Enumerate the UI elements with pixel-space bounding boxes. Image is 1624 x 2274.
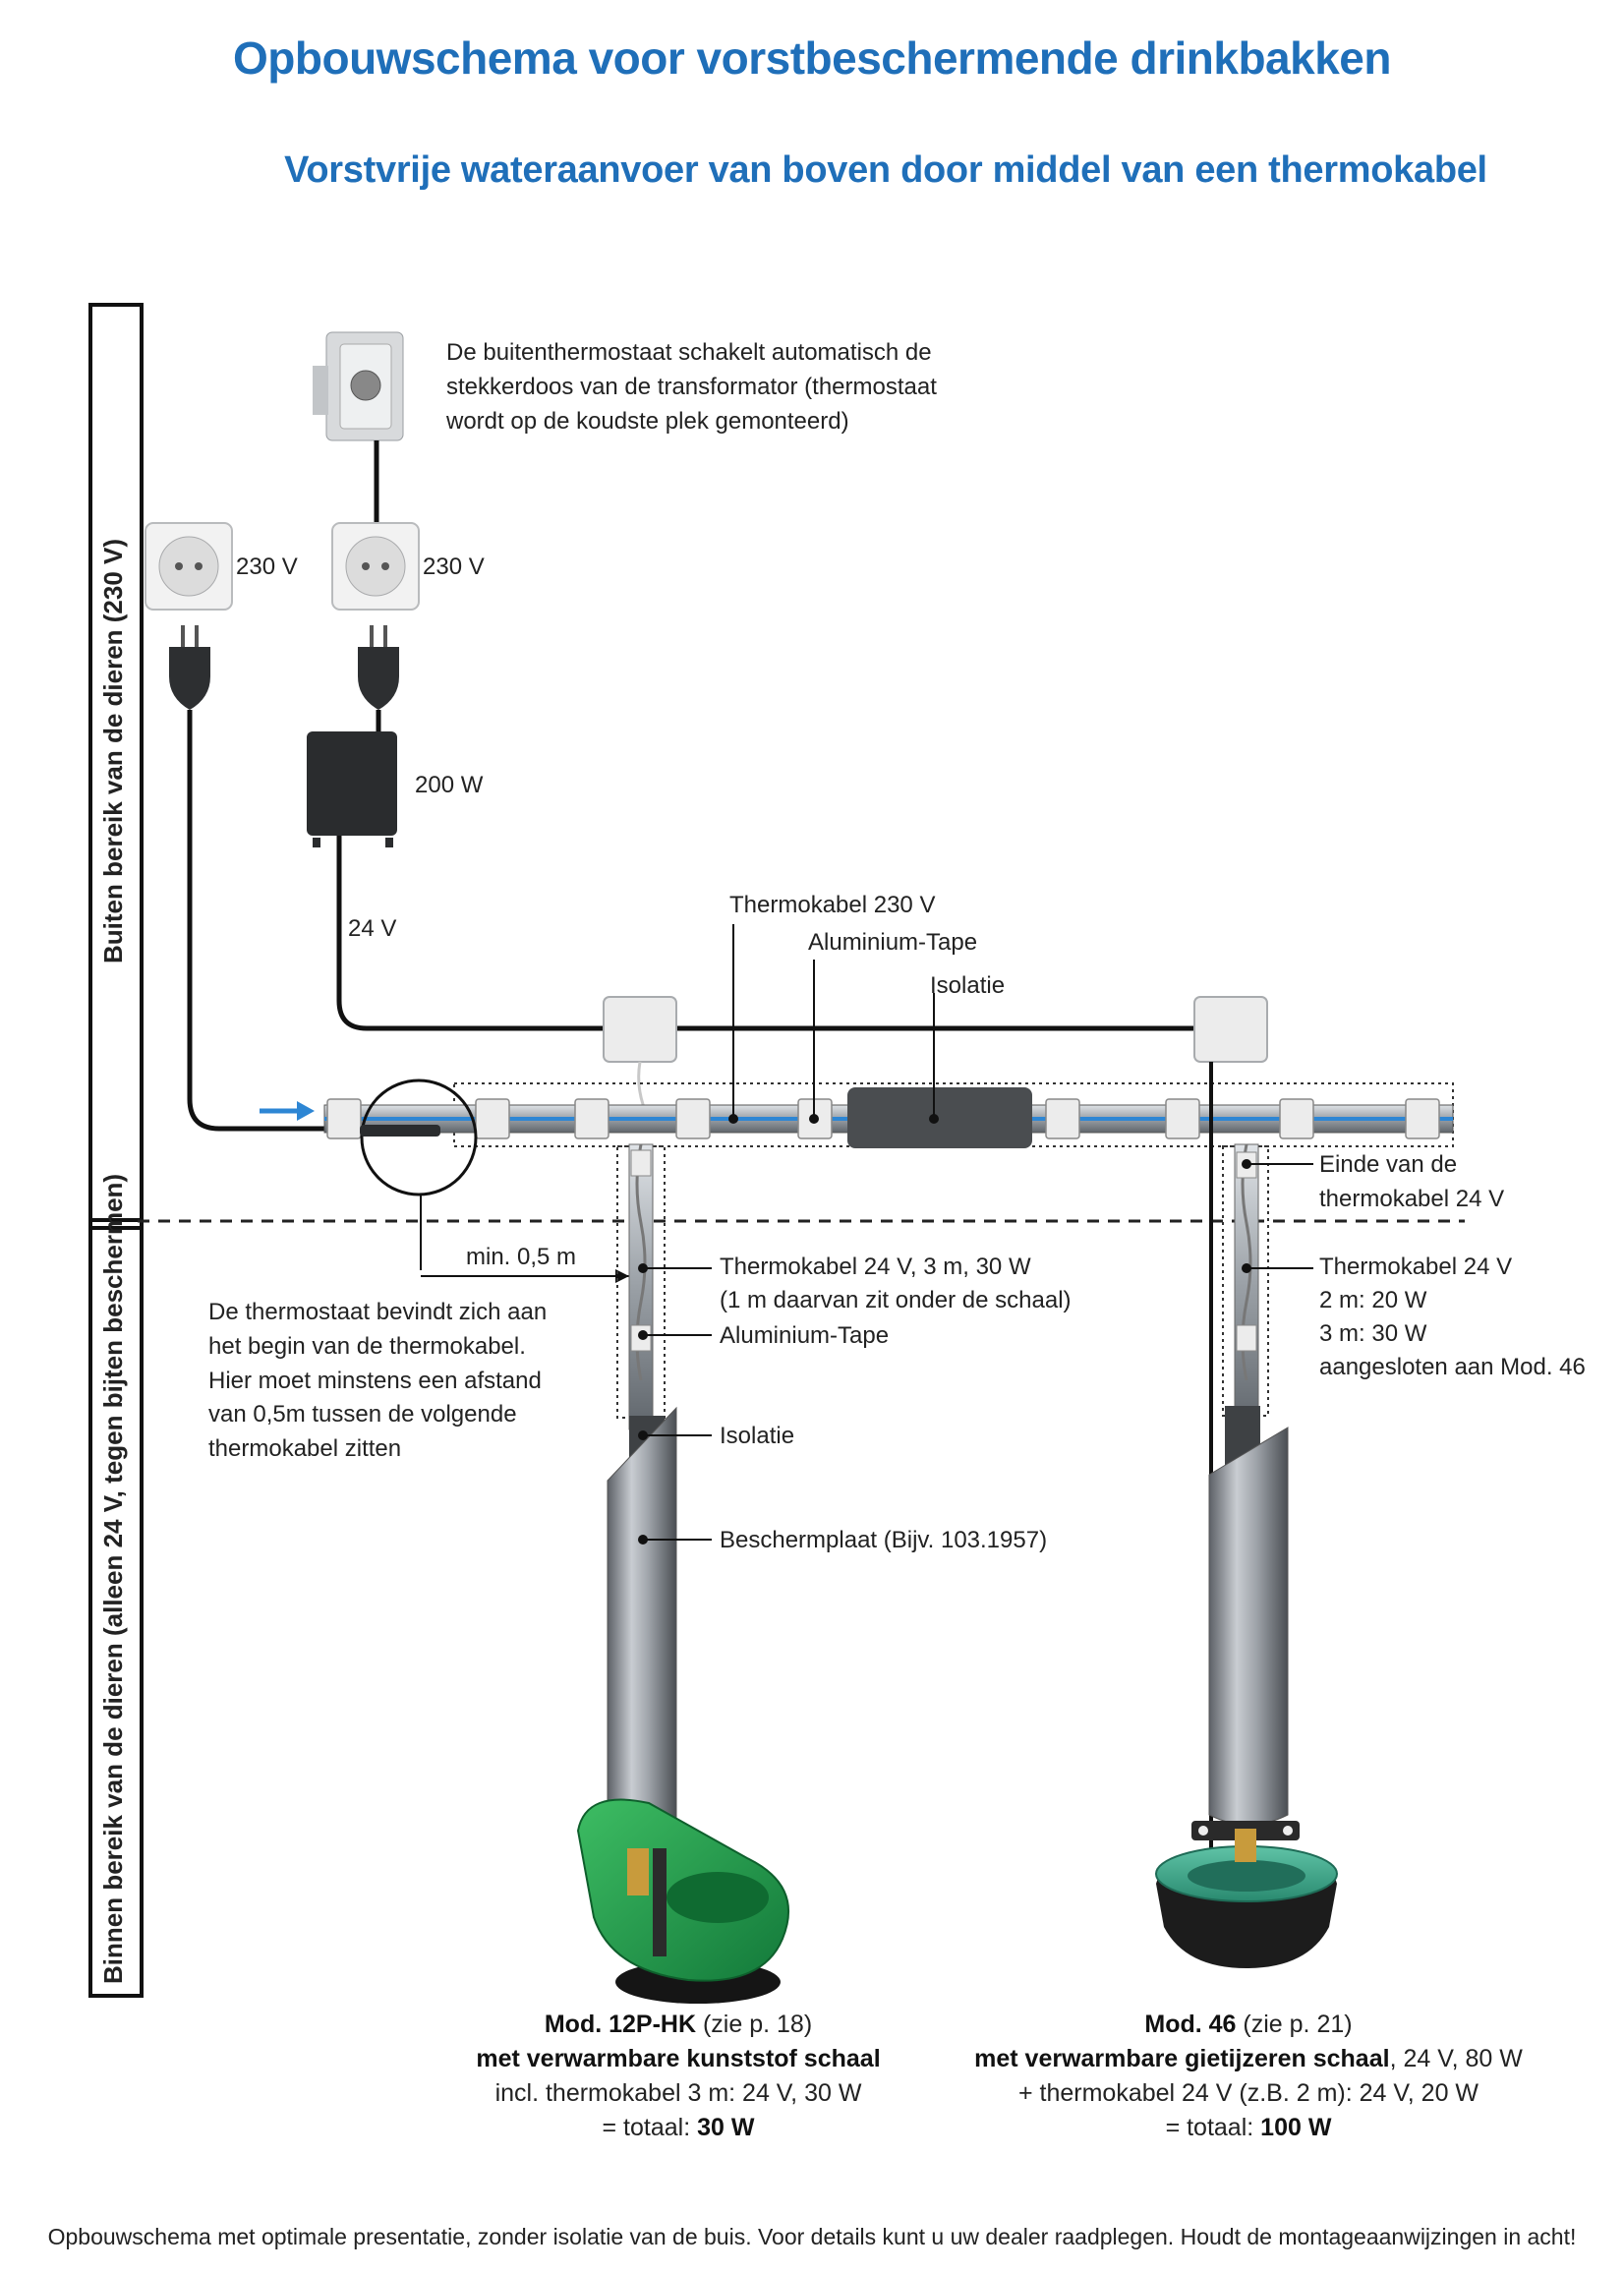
right-connected-label: aangesloten aan Mod. 46	[1319, 1354, 1586, 1380]
drinking-bowl-12p-hk-icon	[576, 1798, 790, 2004]
junction-box-right-icon	[1193, 996, 1268, 1063]
right-drop-pipe	[1234, 1143, 1259, 1430]
right-2m-label: 2 m: 20 W	[1319, 1287, 1427, 1313]
plug-1-icon	[169, 625, 210, 710]
socket-2-voltage: 230 V	[423, 554, 485, 580]
model-12p-hk-line2: met verwarmbare kunststof schaal	[476, 2045, 881, 2072]
plug-2-icon	[358, 625, 399, 710]
low-voltage-label: 24 V	[348, 915, 397, 942]
model-12p-hk-name: Mod. 12P-HK	[544, 2011, 697, 2038]
thermokabel-230v-label: Thermokabel 230 V	[729, 892, 936, 918]
socket-1-voltage: 230 V	[236, 554, 298, 580]
model-12p-hk-total-prefix: = totaal:	[602, 2114, 691, 2141]
pipe-clips	[326, 1098, 1440, 1139]
model-46-line2-suffix: , 24 V, 80 W	[1389, 2045, 1523, 2072]
low-voltage-cable	[336, 836, 1201, 1031]
aluminium-tape-top-label: Aluminium-Tape	[808, 929, 978, 956]
model-46-line2: met verwarmbare gietijzeren schaal	[974, 2045, 1390, 2072]
drinking-bowl-mod-46-icon	[1155, 1821, 1338, 1968]
page-title: Opbouwschema voor vorstbeschermende drin…	[233, 32, 1391, 84]
model-12p-hk-caption: Mod. 12P-HK (zie p. 18) met verwarmbare …	[423, 2008, 934, 2145]
left-isolatie-label: Isolatie	[720, 1423, 795, 1449]
right-end-label: Einde van de thermokabel 24 V	[1319, 1151, 1505, 1212]
model-46-name: Mod. 46	[1144, 2011, 1237, 2038]
pipe-thermostat-icon	[360, 1125, 440, 1137]
right-beschermplaat	[1208, 1427, 1289, 1826]
zone-outside-box	[88, 303, 144, 1230]
model-46-ref: (zie p. 21)	[1243, 2011, 1353, 2038]
footer-note: Opbouwschema met optimale presentatie, z…	[47, 2224, 1577, 2249]
distance-label: min. 0,5 m	[466, 1244, 577, 1270]
right-thermokabel-label: Thermokabel 24 V	[1319, 1254, 1513, 1280]
socket-2-icon	[331, 522, 420, 611]
junction-box-left-icon	[603, 996, 677, 1120]
left-beschermplaat-label: Beschermplaat (Bijv. 103.1957)	[720, 1527, 1048, 1553]
left-thermokabel-label: Thermokabel 24 V, 3 m, 30 W	[720, 1254, 1031, 1280]
page-subtitle: Vorstvrije wateraanvoer van boven door m…	[284, 149, 1487, 191]
model-46-caption: Mod. 46 (zie p. 21) met verwarmbare giet…	[934, 2008, 1563, 2145]
model-46-total: 100 W	[1260, 2114, 1332, 2141]
transformer-icon	[307, 731, 397, 847]
right-3m-label: 3 m: 30 W	[1319, 1320, 1427, 1347]
left-thermokabel-note: (1 m daarvan zit onder de schaal)	[720, 1287, 1072, 1313]
isolatie-top-label: Isolatie	[930, 972, 1006, 999]
outside-thermostat-icon	[313, 331, 404, 527]
leader-dots	[638, 1114, 1251, 1545]
flow-arrow-icon	[260, 1101, 315, 1121]
model-12p-hk-ref: (zie p. 18)	[702, 2011, 813, 2038]
socket-1-icon	[145, 522, 233, 611]
distance-dimension	[421, 1269, 629, 1283]
leader-lines	[643, 924, 1313, 1541]
transformer-power: 200 W	[415, 772, 484, 798]
zone-inside-box	[88, 1218, 144, 1998]
supply-cable-230v	[187, 710, 330, 1132]
model-46-line3: + thermokabel 24 V (z.B. 2 m): 24 V, 20 …	[1017, 2079, 1479, 2107]
model-12p-hk-total: 30 W	[697, 2114, 755, 2141]
thermostat-highlight-circle	[360, 1079, 478, 1196]
left-drop-pipe	[628, 1143, 654, 1430]
thermostat-note: De buitenthermostaat schakelt automatisc…	[446, 339, 937, 435]
model-46-total-prefix: = totaal:	[1165, 2114, 1254, 2141]
thermostat-position-note: De thermostaat bevindt zich aan het begi…	[208, 1299, 548, 1463]
pipe-isolatie	[847, 1087, 1032, 1148]
left-aluminium-tape-label: Aluminium-Tape	[720, 1322, 890, 1349]
model-12p-hk-line3: incl. thermokabel 3 m: 24 V, 30 W	[494, 2079, 862, 2107]
